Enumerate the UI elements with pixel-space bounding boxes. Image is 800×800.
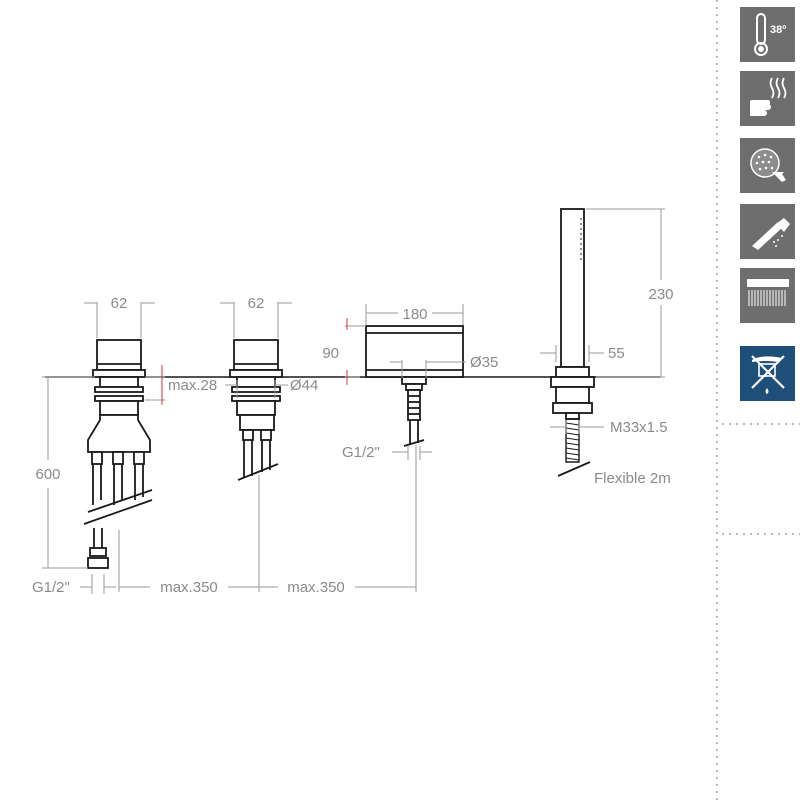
dim-max-deck: max.28 <box>168 377 217 394</box>
dim-spacing-1: max.350 <box>160 579 218 596</box>
spout <box>365 325 464 447</box>
dimension-labels: 62 62 180 230 90 Ø35 55 max.28 Ø44 600 G… <box>32 286 674 596</box>
hand-heat-icon <box>740 71 795 126</box>
middle-valve <box>229 339 283 481</box>
cascade-spout-icon <box>740 268 795 323</box>
dim-mid-width: 62 <box>248 295 265 312</box>
dim-connection-mid: G1/2" <box>342 444 380 461</box>
thermostat-label: 38º <box>770 24 786 36</box>
dim-spacing-2: max.350 <box>287 579 345 596</box>
handshower <box>550 208 595 477</box>
dimension-lines <box>42 208 665 594</box>
no-bleach-icon <box>740 346 795 401</box>
dim-total-height: 600 <box>35 466 60 483</box>
dim-spout-height: 90 <box>322 345 339 362</box>
dim-hose: Flexible 2m <box>594 470 671 487</box>
dim-handshower-base: 55 <box>608 345 625 362</box>
dim-left-width: 62 <box>111 295 128 312</box>
thermostat-38-icon: 38º <box>740 7 795 62</box>
dim-thread: M33x1.5 <box>610 419 668 436</box>
dim-bore-left: Ø44 <box>290 377 318 394</box>
handshower-icon <box>740 204 795 259</box>
sidebar: 38º <box>716 0 800 800</box>
dim-spout-width: 180 <box>402 306 427 323</box>
dim-connection-left: G1/2" <box>32 579 70 596</box>
dim-spout-bore: Ø35 <box>470 354 498 371</box>
anti-limescale-icon <box>740 138 795 193</box>
left-valve <box>83 339 153 569</box>
dim-handshower-height: 230 <box>648 286 673 303</box>
